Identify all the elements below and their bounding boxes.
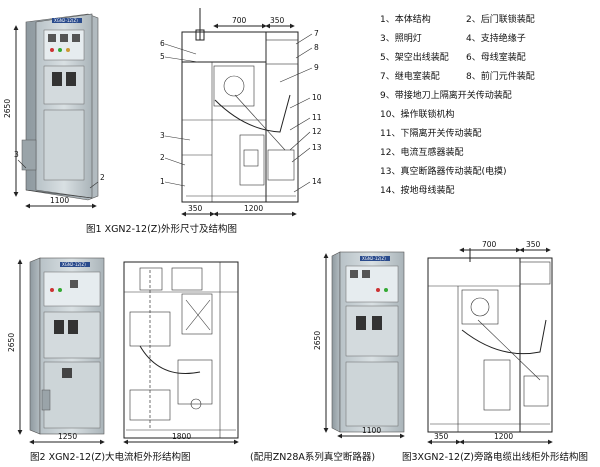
callout-7: 7 [314,29,319,38]
callout-8: 8 [314,43,319,52]
fig3-dim-bottom-350: 350 [434,432,449,441]
svg-text:10、操作联锁机构: 10、操作联锁机构 [380,108,454,120]
legend-num-6: 6、 [466,53,481,63]
fig2-width-dim: 1250 [58,432,77,441]
fig1-right-callouts: 7 8 9 10 11 12 13 14 [279,29,322,193]
legend-num-10: 10、 [380,110,400,120]
fig3-note: (配用ZN28A系列真空断路器) [250,451,375,463]
legend-num-12: 12、 [380,148,400,158]
fig3-caption: 图3XGN2-12(Z)旁路电缆出线柜外形结构图 [402,451,588,463]
callout-1: 1 [160,177,165,186]
legend-num-14: 14、 [380,186,400,196]
svg-text:3、照明灯: 3、照明灯 [380,33,422,44]
fig3-dim-700: 700 [482,240,497,249]
callout-12: 12 [312,127,322,136]
legend-text-2: 后门联锁装配 [481,13,535,25]
fig2-height-dim: 2650 [7,333,16,352]
svg-text:9、带接地刀上隔离开关传动装配: 9、带接地刀上隔离开关传动装配 [380,89,512,101]
svg-text:13、真空断路器传动装配(电摸): 13、真空断路器传动装配(电摸) [380,165,506,177]
fig1-left-callouts: 6 5 3 2 1 [160,39,199,187]
svg-text:6、母线室装配: 6、母线室装配 [466,51,526,63]
fig3-dim-1200: 1200 [494,432,513,441]
legend-text-9: 带接地刀上隔离开关传动装配 [395,89,512,101]
fig1-photo-callout-2: 2 [100,173,105,182]
legend-text-11: 下隔离开关传动装配 [400,127,481,139]
legend-text-14: 按地母线装配 [400,184,454,196]
svg-text:11、下隔离开关传动装配: 11、下隔离开关传动装配 [380,127,481,139]
svg-text:12、电流互感器装配: 12、电流互感器装配 [380,146,463,158]
legend-text-4: 支持绝缘子 [481,32,526,44]
legend-num-4: 4、 [466,34,481,44]
fig1-dim-top-350: 350 [270,16,285,25]
svg-text:7、继电室装配: 7、继电室装配 [380,70,440,82]
fig2-cabinet-label: XGN2-12(Z) [62,262,86,267]
legend-num-13: 13、 [380,167,400,177]
fig1-height-dim: 2650 [3,99,12,118]
fig2-caption: 图2 XGN2-12(Z)大电流柜外形结构图 [30,451,191,463]
legend-num-2: 2、 [466,15,481,25]
fig1-cabinet-photo: XGN2-12(Z) [21,13,99,201]
fig1-width-dim: 1100 [50,196,69,205]
parts-legend: 1、本体结构 2、后门联锁装配 3、照明灯 4、支持绝缘子 5、架空出线装配 6… [380,13,535,196]
callout-13: 13 [312,143,322,152]
callout-10: 10 [312,93,322,102]
legend-text-3: 照明灯 [395,33,422,44]
legend-text-8: 前门元件装配 [481,70,535,82]
fig2-cabinet-photo: XGN2-12(Z) [29,257,105,435]
fig1-dim-700: 700 [232,16,247,25]
legend-num-9: 9、 [380,91,395,101]
fig3-cabinet-label: XGN2-12(Z) [362,256,386,261]
svg-text:4、支持绝缘子: 4、支持绝缘子 [466,32,526,44]
fig1-cabinet-label: XGN2-12(Z) [54,18,78,23]
callout-5: 5 [160,52,165,61]
legend-num-7: 7、 [380,72,395,82]
legend-num-11: 11、 [380,129,400,139]
legend-num-5: 5、 [380,53,395,63]
fig1-caption: 图1 XGN2-12(Z)外形尺寸及结构图 [86,223,237,235]
fig1-section-drawing [181,8,299,203]
svg-text:2、后门联锁装配: 2、后门联锁装配 [466,13,535,25]
fig1-dim-1200: 1200 [244,204,263,213]
fig2-section-drawing [123,261,239,439]
legend-num-8: 8、 [466,72,481,82]
callout-2: 2 [160,153,165,162]
callout-9: 9 [314,63,319,72]
legend-num-3: 3、 [380,34,395,44]
legend-text-6: 母线室装配 [481,51,526,63]
svg-text:1、本体结构: 1、本体结构 [380,13,431,25]
fig2-depth-dim: 1800 [172,432,191,441]
legend-text-5: 架空出线装配 [395,51,449,63]
fig3-section-drawing [427,248,553,433]
callout-11: 11 [312,113,322,122]
callout-14: 14 [312,177,322,186]
legend-num-1: 1、 [380,15,395,25]
fig3-height-dim: 2650 [313,331,322,350]
svg-text:5、架空出线装配: 5、架空出线装配 [380,51,449,63]
fig3-dim-top-350: 350 [526,240,541,249]
callout-3: 3 [160,131,165,140]
legend-text-7: 继电室装配 [395,70,440,82]
svg-text:8、前门元件装配: 8、前门元件装配 [466,70,535,82]
legend-text-10: 操作联锁机构 [400,108,454,120]
fig3-width-dim: 1100 [362,426,381,435]
svg-text:14、按地母线装配: 14、按地母线装配 [380,184,454,196]
callout-6: 6 [160,39,165,48]
legend-text-1: 本体结构 [395,13,431,25]
fig3-cabinet-photo: XGN2-12(Z) [331,251,405,433]
legend-text-12: 电流互感器装配 [400,146,463,158]
fig1-dim-bottom-350: 350 [188,204,203,213]
legend-text-13: 真空断路器传动装配(电摸) [400,165,506,177]
